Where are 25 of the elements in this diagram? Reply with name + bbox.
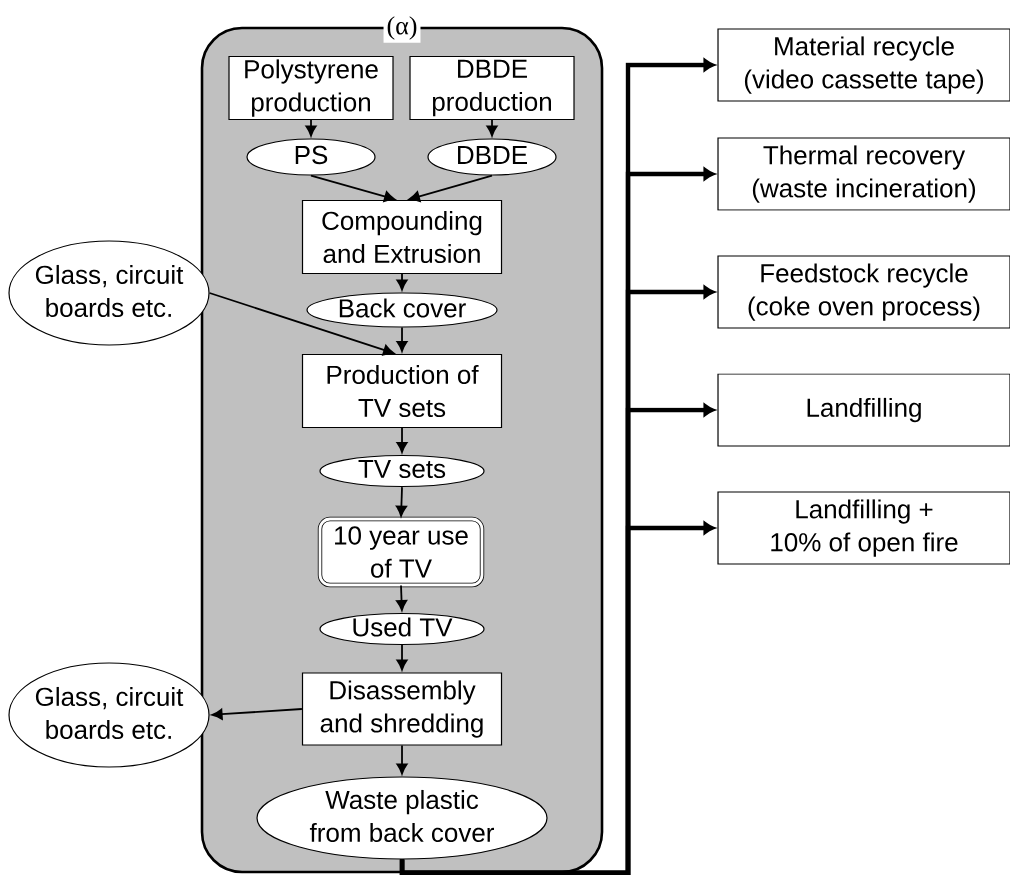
arrow [396, 326, 408, 352]
treatment-box: Landfilling + 10% of open fire [717, 491, 1010, 565]
arrow [396, 584, 408, 611]
arrow [396, 427, 408, 453]
arrow [396, 644, 408, 671]
arrow [396, 273, 408, 291]
treatment-box: Landfilling [717, 373, 1010, 447]
arrow [395, 486, 407, 517]
arrow [305, 119, 317, 137]
arrow [486, 119, 498, 137]
arrow [211, 708, 303, 720]
process-box: Polystyrene production [228, 55, 394, 121]
process-box: Compounding and Extrusion [301, 199, 503, 275]
use-phase-box: 10 year use of TV [317, 516, 485, 588]
arrow [399, 521, 715, 875]
treatment-box: Material recycle (video cassette tape) [717, 28, 1010, 102]
process-box: Disassembly and shredding [301, 672, 503, 746]
arrow [310, 174, 396, 202]
arrow [208, 292, 395, 356]
process-box: DBDE production [409, 55, 575, 121]
treatment-box: Feedstock recycle (coke oven process) [717, 255, 1010, 329]
arrow [396, 744, 408, 775]
treatment-box: Thermal recovery (waste incineration) [717, 137, 1010, 211]
process-box: Production of TV sets [301, 353, 503, 429]
arrow [408, 174, 493, 202]
